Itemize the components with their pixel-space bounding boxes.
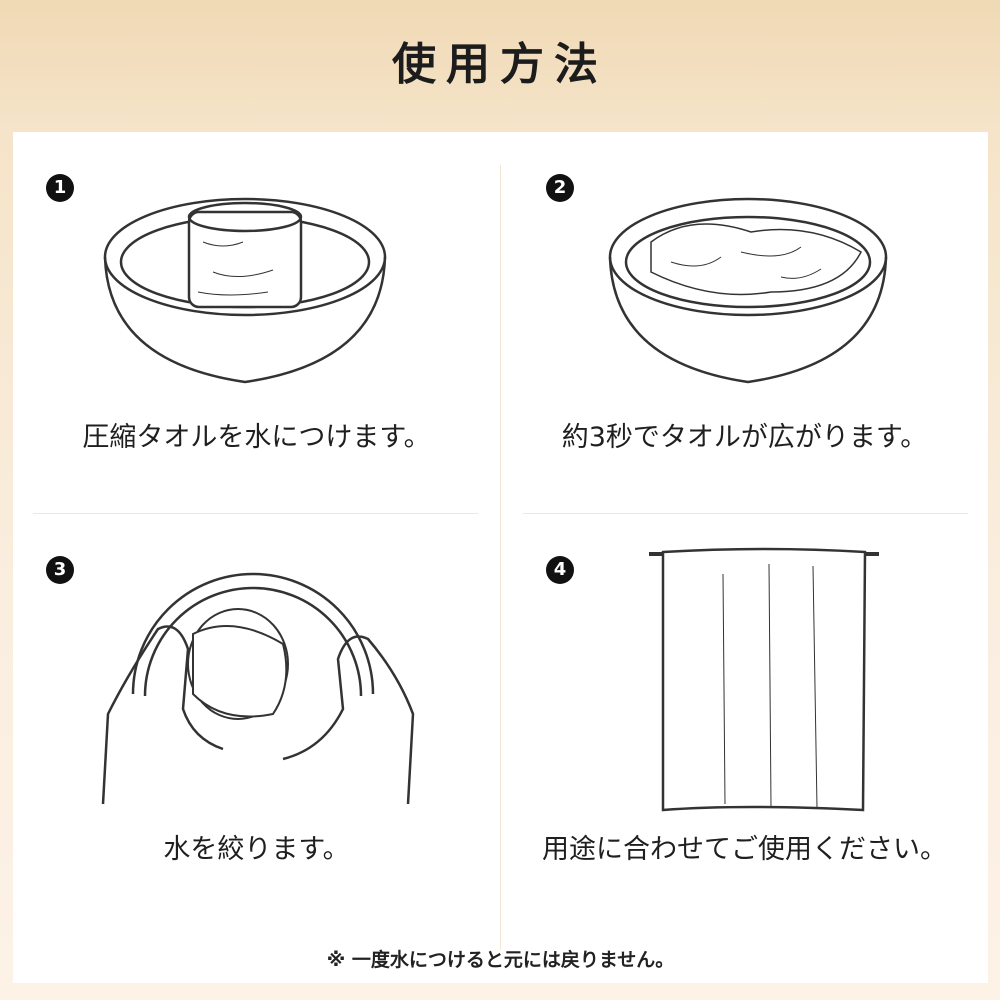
step-caption: 約3秒でタオルが広がります。 [561,422,928,453]
hanging-towel-illustration [649,547,879,812]
step-1: 1 圧縮タオルを水につけます。 [13,132,500,512]
step-caption: 水を絞ります。 [163,834,350,865]
instructions-panel: 1 圧縮タオルを水につけます。 2 約3秒でタオルが広がります。 3 [13,132,988,983]
step-3: 3 水を絞ります。 [13,514,500,894]
horizontal-divider [33,513,478,514]
horizontal-divider [523,513,968,514]
step-4: 4 用途に合わせてご使用ください。 [501,514,988,894]
footnote: ※ 一度水につけると元には戻りません。 [326,949,675,971]
step-number: 4 [546,556,574,584]
wringing-towel-illustration [101,572,415,805]
towel-in-bowl-illustration [103,197,387,384]
step-number: 1 [46,174,74,202]
step-number: 2 [546,174,574,202]
step-caption: 用途に合わせてご使用ください。 [542,834,947,865]
step-caption: 圧縮タオルを水につけます。 [82,422,431,453]
step-number: 3 [46,556,74,584]
expanded-towel-illustration [608,197,888,384]
vertical-divider [500,165,501,950]
page-title: 使用方法 [392,39,608,90]
step-2: 2 約3秒でタオルが広がります。 [501,132,988,512]
